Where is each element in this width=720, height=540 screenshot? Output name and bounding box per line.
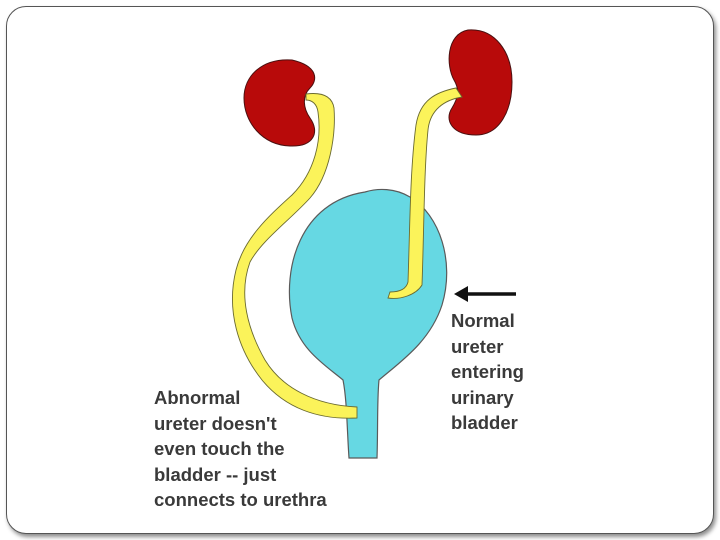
normal-ureter-label: Normal ureter entering urinary bladder (451, 308, 524, 436)
label-line: bladder -- just (154, 462, 327, 488)
label-line: bladder (451, 410, 524, 436)
right-kidney (449, 30, 512, 135)
label-line: Normal (451, 308, 524, 334)
label-line: even touch the (154, 436, 327, 462)
label-line: ureter (451, 334, 524, 360)
abnormal-ureter-label: Abnormal ureter doesn't even touch the b… (154, 385, 327, 513)
label-line: ureter doesn't (154, 411, 327, 437)
label-line: connects to urethra (154, 487, 327, 513)
left-kidney (244, 60, 315, 146)
label-line: entering (451, 359, 524, 385)
arrow-left-icon (454, 286, 516, 302)
label-line: Abnormal (154, 385, 327, 411)
label-line: urinary (451, 385, 524, 411)
